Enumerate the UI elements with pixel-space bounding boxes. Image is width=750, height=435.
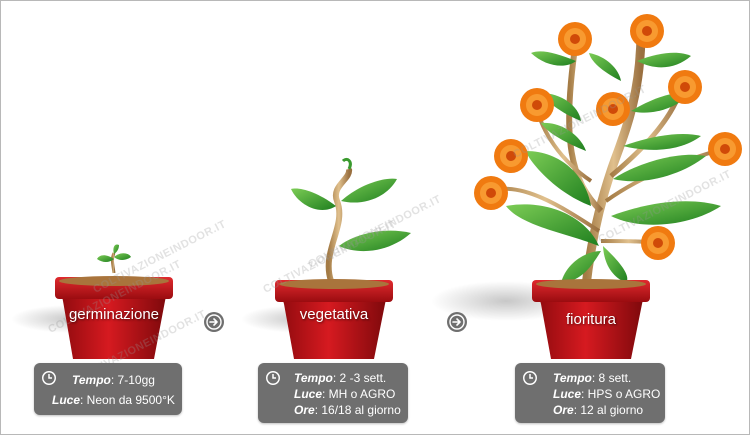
flowering-plant (474, 14, 742, 359)
info-line-ore: Ore: 16/18 al giorno (294, 403, 401, 417)
info-panel-fioritura: Tempo: 8 sett. Luce: HPS o AGRO Ore: 12 … (515, 363, 665, 423)
stage-label-germinazione: germinazione (68, 306, 160, 323)
flower (630, 14, 664, 48)
clock-icon (523, 371, 537, 385)
info-panel-germinazione: Tempo: 7-10gg Luce: Neon da 9500°K (34, 363, 182, 415)
clock-icon (42, 371, 56, 385)
flower (494, 139, 528, 173)
clock-icon (266, 371, 280, 385)
flower (558, 22, 592, 56)
stage-label-vegetativa: vegetativa (299, 306, 369, 323)
info-line-tempo: Tempo: 2 -3 sett. (294, 371, 387, 385)
flower (520, 88, 554, 122)
stage-label-fioritura: fioritura (565, 311, 617, 328)
info-line-tempo: Tempo: 7-10gg (72, 373, 155, 387)
arrow-right-circle-icon (447, 312, 467, 332)
arrow-right-circle-icon (204, 312, 224, 332)
info-line-luce: Luce: MH o AGRO (294, 387, 396, 401)
info-line-luce: Luce: Neon da 9500°K (52, 393, 175, 407)
germination-plant (55, 244, 173, 359)
flower (596, 92, 630, 126)
flower (641, 226, 675, 260)
info-line-ore: Ore: 12 al giorno (553, 403, 644, 417)
flower (474, 176, 508, 210)
vegetative-plant (275, 157, 411, 359)
flower (708, 132, 742, 166)
flower (668, 70, 702, 104)
info-line-tempo: Tempo: 8 sett. (553, 371, 632, 385)
info-panel-vegetativa: Tempo: 2 -3 sett. Luce: MH o AGRO Ore: 1… (258, 363, 408, 423)
info-line-luce: Luce: HPS o AGRO (553, 387, 661, 401)
